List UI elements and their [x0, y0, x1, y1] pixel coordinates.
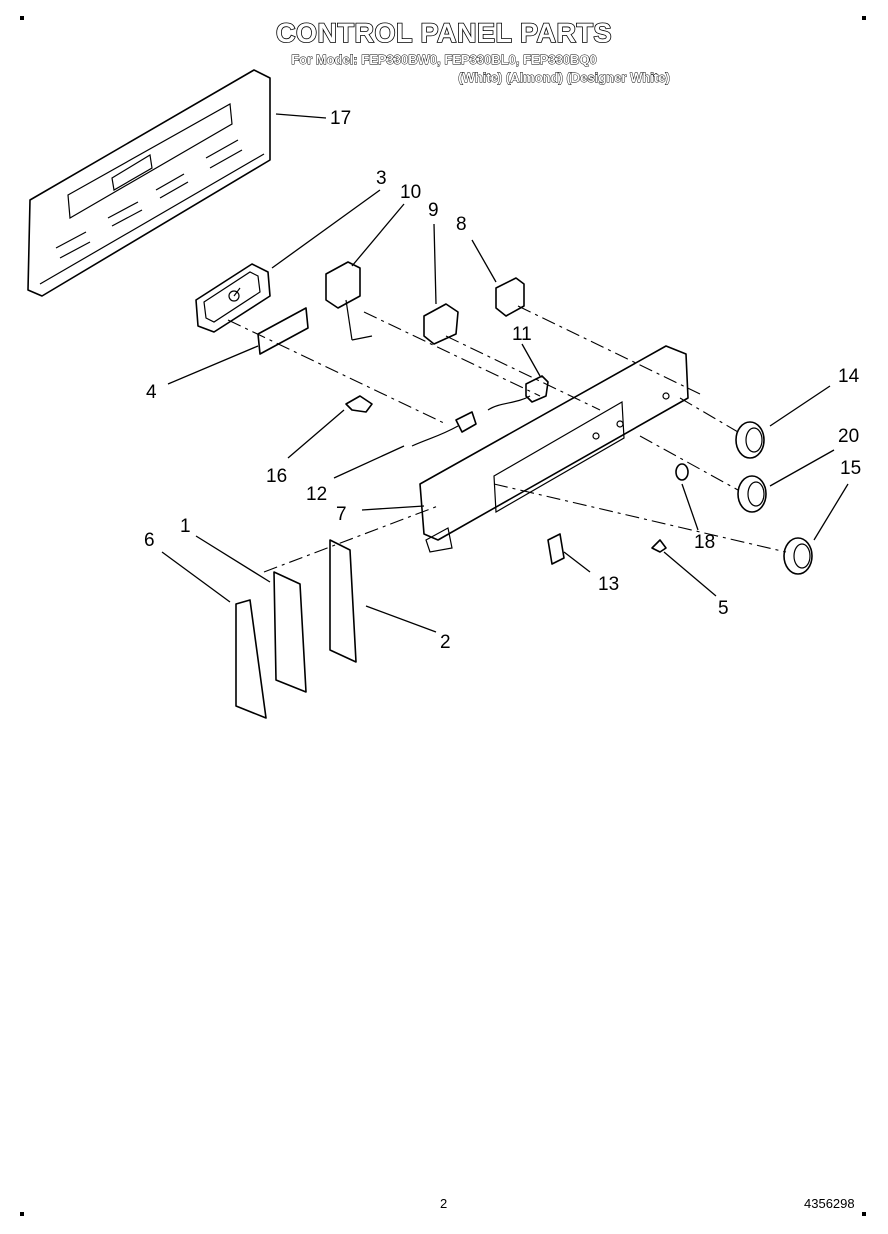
mounting-bracket — [547, 533, 565, 565]
callout-16: 16 — [266, 466, 287, 487]
indicator-button — [651, 539, 667, 553]
end-cap-left — [235, 599, 267, 719]
terminal-block — [423, 303, 459, 345]
end-cap-right — [273, 571, 307, 693]
callout-10: 10 — [400, 182, 421, 203]
connector — [525, 375, 549, 403]
callout-2: 2 — [440, 632, 451, 653]
callout-6: 6 — [144, 530, 155, 551]
clip — [345, 395, 373, 413]
page-title: CONTROL PANEL PARTS — [275, 17, 613, 49]
callout-3: 3 — [376, 168, 387, 189]
callout-17: 17 — [330, 108, 351, 129]
callout-14: 14 — [838, 366, 860, 387]
control-knob-icon — [735, 421, 765, 459]
control-panel-body — [419, 345, 689, 553]
model-numbers: For Model: FEP330BW0, FEP330BL0, FEP330B… — [291, 52, 597, 68]
corner-mark — [20, 1212, 24, 1216]
callout-15: 15 — [840, 458, 861, 479]
selector-switch — [495, 277, 525, 317]
callout-18: 18 — [694, 532, 715, 553]
callout-8: 8 — [456, 214, 467, 235]
callout-13: 13 — [598, 574, 619, 595]
callout-7: 7 — [336, 504, 347, 525]
callout-20: 20 — [838, 426, 859, 447]
page-number: 2 — [440, 1196, 448, 1211]
clock-timer-icon — [195, 263, 271, 333]
clock-overlay — [257, 307, 309, 355]
callout-5: 5 — [718, 598, 729, 619]
control-knob-icon — [783, 537, 813, 575]
callout-1: 1 — [180, 516, 191, 537]
wire-harness — [411, 395, 531, 447]
callout-9: 9 — [428, 200, 439, 221]
callout-4: 4 — [146, 382, 157, 403]
leader-lines — [161, 113, 849, 633]
callout-11: 11 — [512, 324, 532, 345]
console-backguard-panel-icon — [27, 69, 271, 297]
document-number: 4356298 — [804, 1196, 855, 1211]
end-cap-bracket — [329, 539, 357, 663]
corner-mark — [862, 1212, 866, 1216]
switch-icon — [325, 261, 373, 341]
model-colors: (White) (Almond) (Designer White) — [458, 70, 670, 86]
corner-mark — [20, 16, 24, 20]
callout-12: 12 — [306, 484, 327, 505]
spacer — [675, 463, 689, 481]
control-knob-icon — [737, 475, 767, 513]
corner-mark — [862, 16, 866, 20]
